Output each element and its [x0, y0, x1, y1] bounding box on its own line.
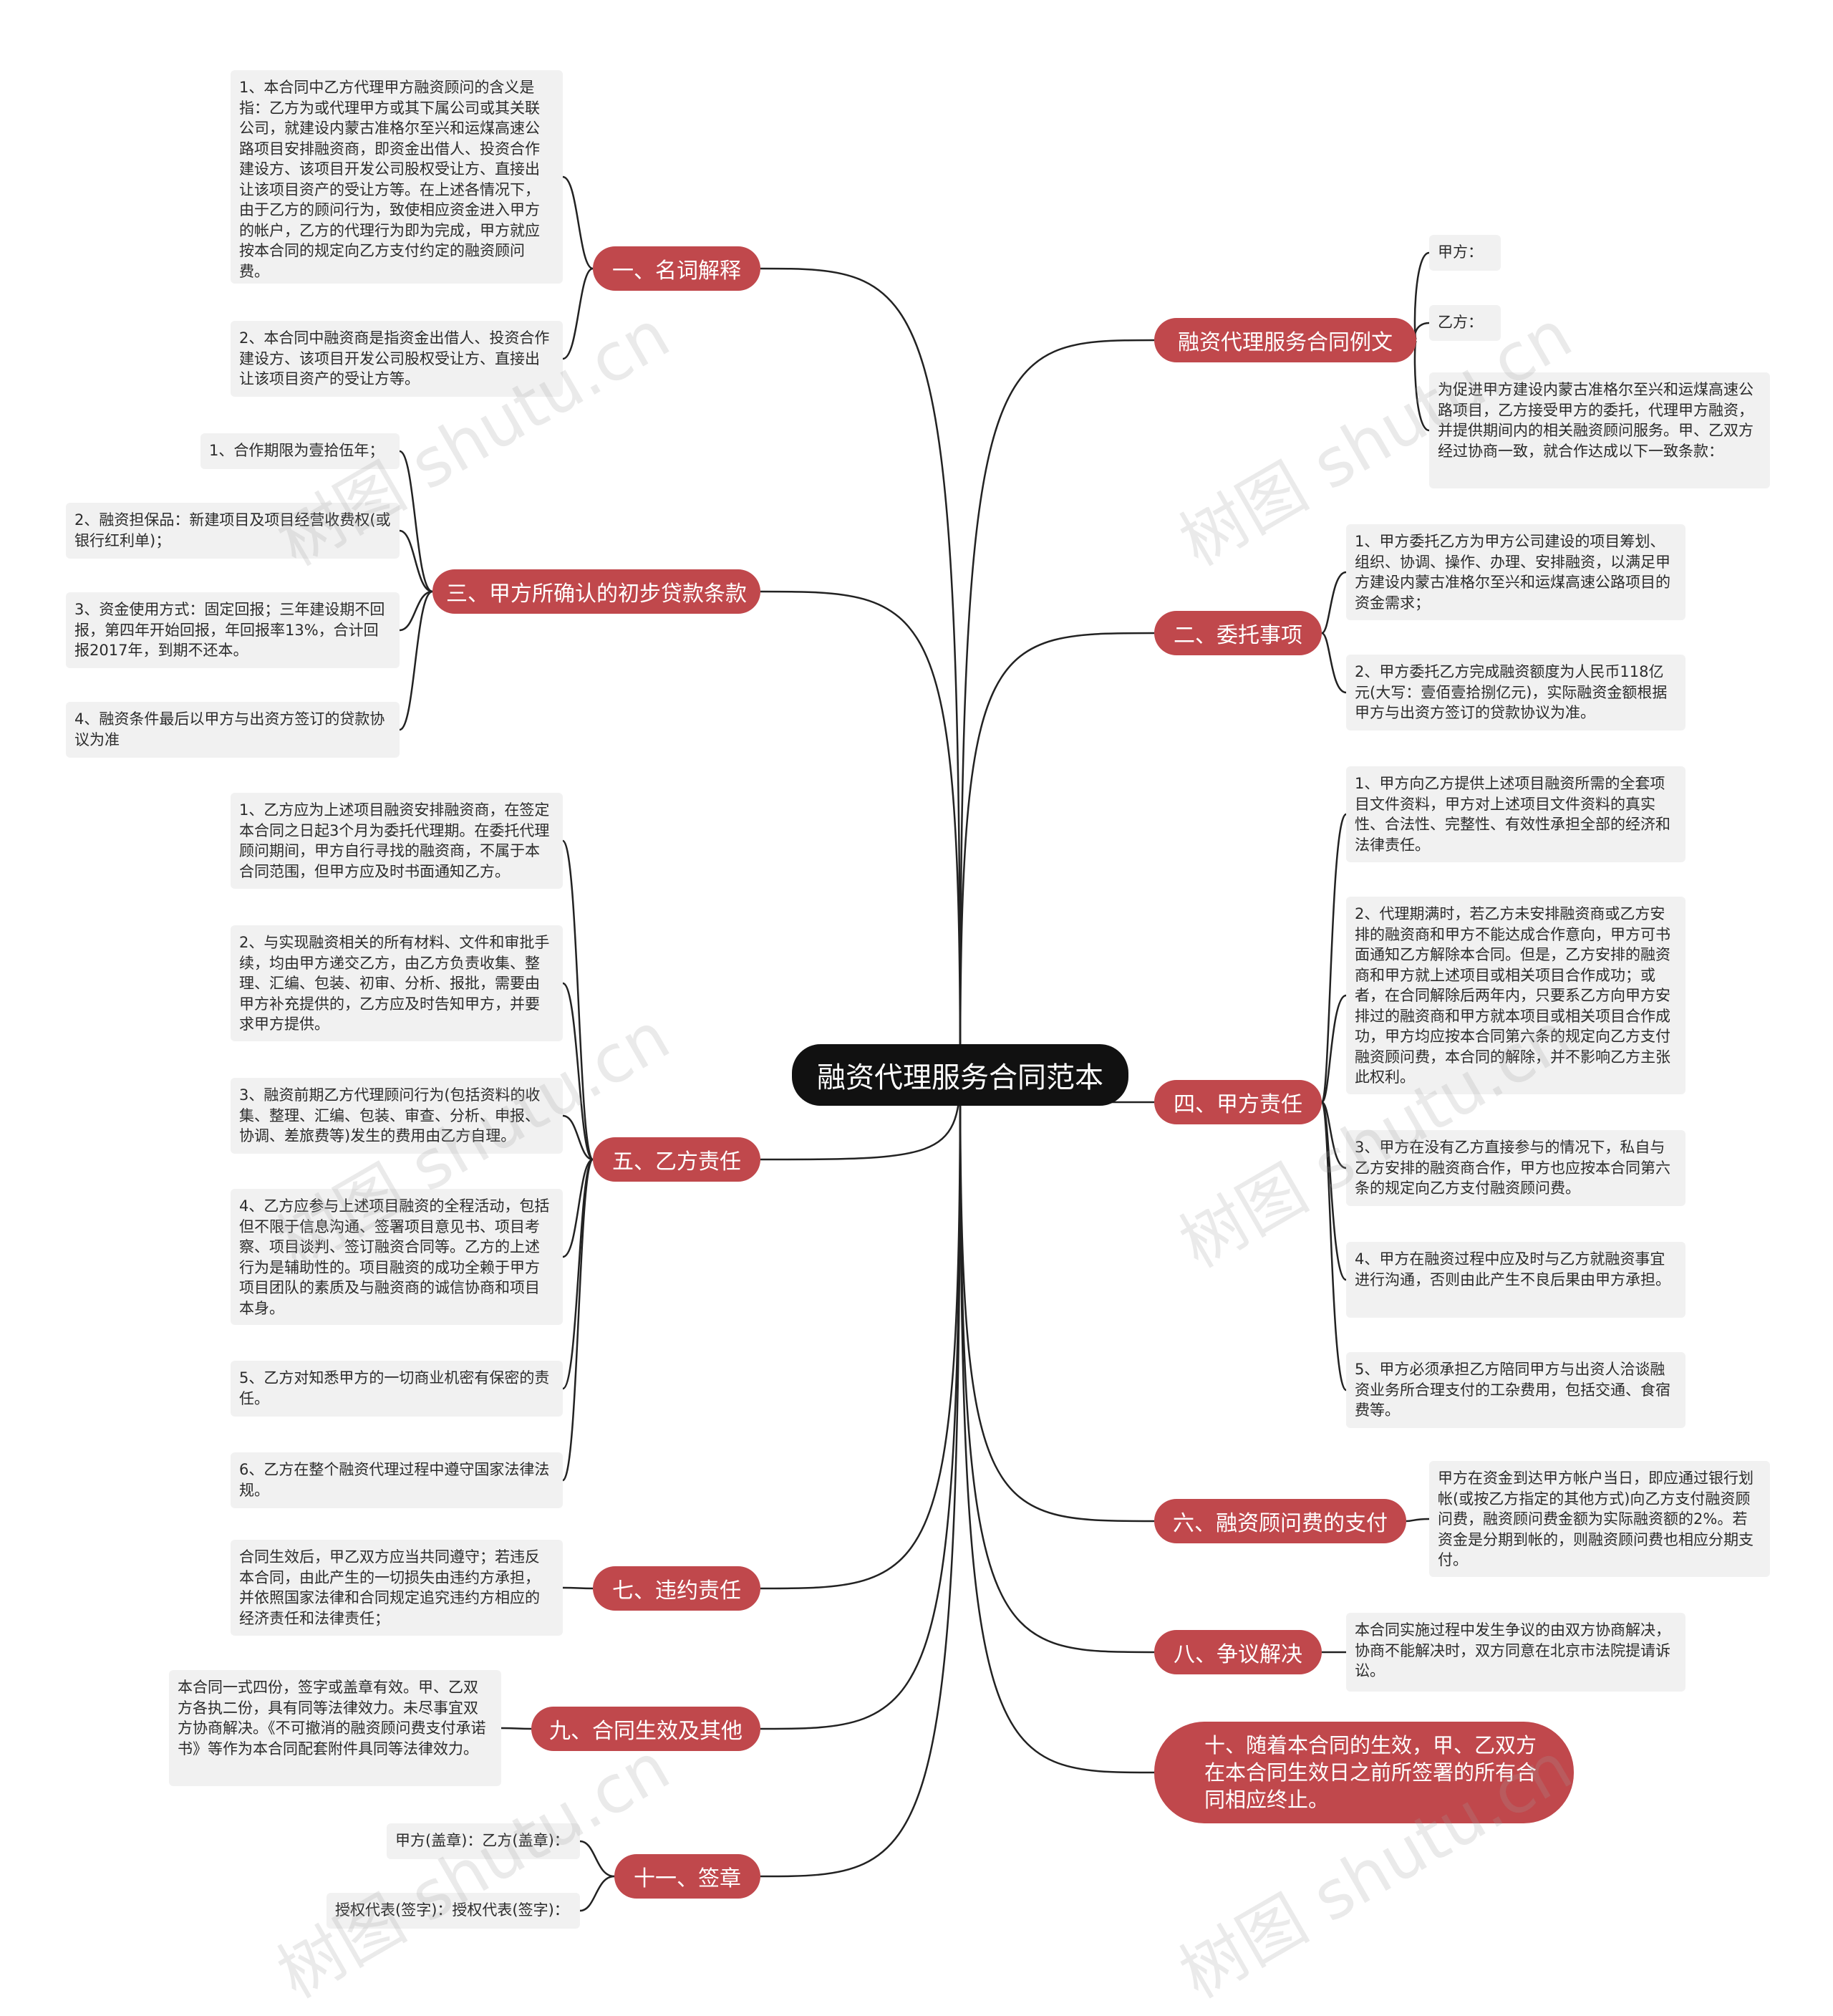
b5-leaf-0-line: [561, 839, 594, 1161]
leaf-party-b-duty-4: 4、乙方应参与上述项目融资的全程活动，包括但不限于信息沟通、签署项目意见书、项目…: [231, 1189, 563, 1325]
b3-leaf-1-line: [399, 529, 433, 593]
leaf-party-b: 乙方：: [1429, 305, 1501, 341]
branch-contract-example[interactable]: 融资代理服务合同例文: [1154, 318, 1416, 362]
branch-dispute-resolution[interactable]: 八、争议解决: [1154, 1630, 1322, 1674]
leaf-loan-term-2: 2、融资担保品：新建项目及项目经营收费权(或银行红利单)；: [66, 503, 400, 559]
leaf-party-a-duty-5: 5、甲方必须承担乙方陪同甲方与出资人洽谈融资业务所合理支付的工杂费用，包括交通、…: [1346, 1352, 1686, 1428]
leaf-loan-term-1: 1、合作期限为壹拾伍年；: [200, 433, 400, 469]
branch-breach-liability[interactable]: 七、违约责任: [593, 1566, 760, 1611]
leaf-dispute-resolution: 本合同实施过程中发生争议的由双方协商解决，协商不能解决时，双方同意在北京市法院提…: [1346, 1613, 1686, 1692]
r0-leaf-2-line: [1413, 339, 1430, 432]
branch-effectiveness[interactable]: 九、合同生效及其他: [531, 1707, 760, 1751]
r0-leaf-0-line: [1413, 251, 1430, 342]
root-to-b1-line: [760, 267, 962, 1076]
r6-leaf-0-line: [1406, 1518, 1430, 1523]
leaf-effectiveness: 本合同一式四份，签字或盖章有效。甲、乙双方各执二份，具有同等法律效力。未尽事宜双…: [169, 1670, 501, 1786]
branch-fee-payment[interactable]: 六、融资顾问费的支付: [1154, 1499, 1406, 1543]
leaf-entrusted-2: 2、甲方委托乙方完成融资额度为人民币118亿元(大写：壹佰壹拾捌亿元)，实际融资…: [1346, 655, 1686, 730]
b5-leaf-2-line: [562, 1114, 594, 1161]
b3-leaf-2-line: [399, 590, 433, 632]
r4-leaf-0-line: [1320, 813, 1348, 1104]
branch-term-definitions[interactable]: 一、名词解释: [593, 246, 760, 291]
leaf-definitions-1: 1、本合同中乙方代理甲方融资顾问的含义是指：乙方为或代理甲方或其下属公司或其关联…: [231, 70, 563, 284]
b5-leaf-3-line: [562, 1158, 594, 1258]
b3-leaf-3-line: [399, 590, 433, 731]
leaf-party-a-duty-2: 2、代理期满时，若乙方未安排融资商或乙方安排的融资商和甲方不能达成合作意向，甲方…: [1346, 897, 1686, 1094]
leaf-party-a-duty-3: 3、甲方在没有乙方直接参与的情况下，私自与乙方安排的融资商合作，甲方也应按本合同…: [1346, 1130, 1686, 1206]
leaf-breach-liability: 合同生效后，甲乙双方应当共同遵守；若违反本合同，由此产生的一切损失由违约方承担，…: [231, 1540, 563, 1636]
branch-loan-terms[interactable]: 三、甲方所确认的初步贷款条款: [432, 569, 760, 614]
branch-signature[interactable]: 十一、签章: [614, 1854, 760, 1899]
leaf-signature-representative: 授权代表(签字)：授权代表(签字)：: [327, 1893, 580, 1929]
leaf-loan-term-3: 3、资金使用方式：固定回报；三年建设期不回报，第四年开始回报，年回报率13%，合…: [66, 592, 400, 668]
b5-leaf-4-line: [562, 1158, 594, 1390]
leaf-party-a-duty-1: 1、甲方向乙方提供上述项目融资所需的全套项目文件资料，甲方对上述项目文件资料的真…: [1346, 766, 1686, 862]
r0-leaf-1-line: [1413, 322, 1430, 342]
b5-leaf-1-line: [562, 982, 594, 1161]
leaf-entrusted-1: 1、甲方委托乙方为甲方公司建设的项目筹划、组织、协调、操作、办理、安排融资，以满…: [1346, 524, 1686, 620]
root-to-b3-line: [760, 590, 962, 1076]
b3-leaf-0-line: [399, 450, 433, 593]
r4-leaf-1-line: [1320, 994, 1347, 1104]
b1-leaf-1-line: [562, 267, 594, 360]
b11-leaf-1-line: [579, 1875, 615, 1912]
root-to-b11-line: [760, 1074, 962, 1878]
root-to-b9-line: [760, 1074, 962, 1730]
leaf-loan-term-4: 4、融资条件最后以甲方与出资方签订的贷款协议为准: [66, 702, 400, 758]
leaf-party-b-duty-2: 2、与实现融资相关的所有材料、文件和审批手续，均由甲方递交乙方，由乙方负责收集、…: [231, 925, 563, 1041]
leaf-party-b-duty-1: 1、乙方应为上述项目融资安排融资商，在签定本合同之日起3个月为委托代理期。在委托…: [231, 793, 563, 889]
branch-termination[interactable]: 十、随着本合同的生效，甲、乙双方在本合同生效日之前所签署的所有合同相应终止。: [1154, 1722, 1574, 1823]
r4-leaf-4-line: [1320, 1101, 1348, 1392]
b11-leaf-0-line: [579, 1840, 615, 1878]
r2-leaf-1-line: [1321, 632, 1347, 694]
branch-party-b-duties[interactable]: 五、乙方责任: [593, 1137, 760, 1182]
leaf-party-b-duty-5: 5、乙方对知悉甲方的一切商业机密有保密的责任。: [231, 1361, 563, 1417]
leaf-party-b-duty-6: 6、乙方在整个融资代理过程中遵守国家法律法规。: [231, 1452, 563, 1508]
leaf-party-b-duty-3: 3、融资前期乙方代理顾问行为(包括资料的收集、整理、汇编、包装、审查、分析、申报…: [231, 1078, 563, 1154]
root-to-r8-line: [959, 1074, 1155, 1654]
root-to-r10-line: [959, 1074, 1155, 1774]
r2-leaf-0-line: [1321, 571, 1347, 635]
leaf-party-a: 甲方：: [1429, 235, 1501, 271]
b5-leaf-5-line: [561, 1158, 594, 1482]
branch-entrusted-matters[interactable]: 二、委托事项: [1154, 611, 1322, 655]
r4-leaf-2-line: [1321, 1101, 1347, 1169]
root-to-r2-line: [959, 632, 1155, 1076]
b9-leaf-0-line: [500, 1727, 532, 1730]
root-to-r6-line: [959, 1074, 1155, 1523]
root-to-b7-line: [760, 1074, 962, 1590]
root-to-r0-line: [959, 339, 1155, 1076]
leaf-contract-preamble: 为促进甲方建设内蒙古准格尔至兴和运煤高速公路项目，乙方接受甲方的委托，代理甲方融…: [1429, 372, 1770, 488]
leaf-signature-seal: 甲方(盖章)：乙方(盖章)：: [387, 1823, 580, 1859]
b1-leaf-0-line: [562, 175, 594, 270]
leaf-fee-payment: 甲方在资金到达甲方帐户当日，即应通过银行划帐(或按乙方指定的其他方式)向乙方支付…: [1429, 1461, 1770, 1577]
root-topic[interactable]: 融资代理服务合同范本: [792, 1044, 1128, 1106]
leaf-party-a-duty-4: 4、甲方在融资过程中应及时与乙方就融资事宜进行沟通，否则由此产生不良后果由甲方承…: [1346, 1242, 1686, 1318]
branch-party-a-duties[interactable]: 四、甲方责任: [1154, 1080, 1322, 1124]
leaf-definitions-2: 2、本合同中融资商是指资金出借人、投资合作建设方、该项目开发公司股权受让方、直接…: [231, 321, 563, 397]
